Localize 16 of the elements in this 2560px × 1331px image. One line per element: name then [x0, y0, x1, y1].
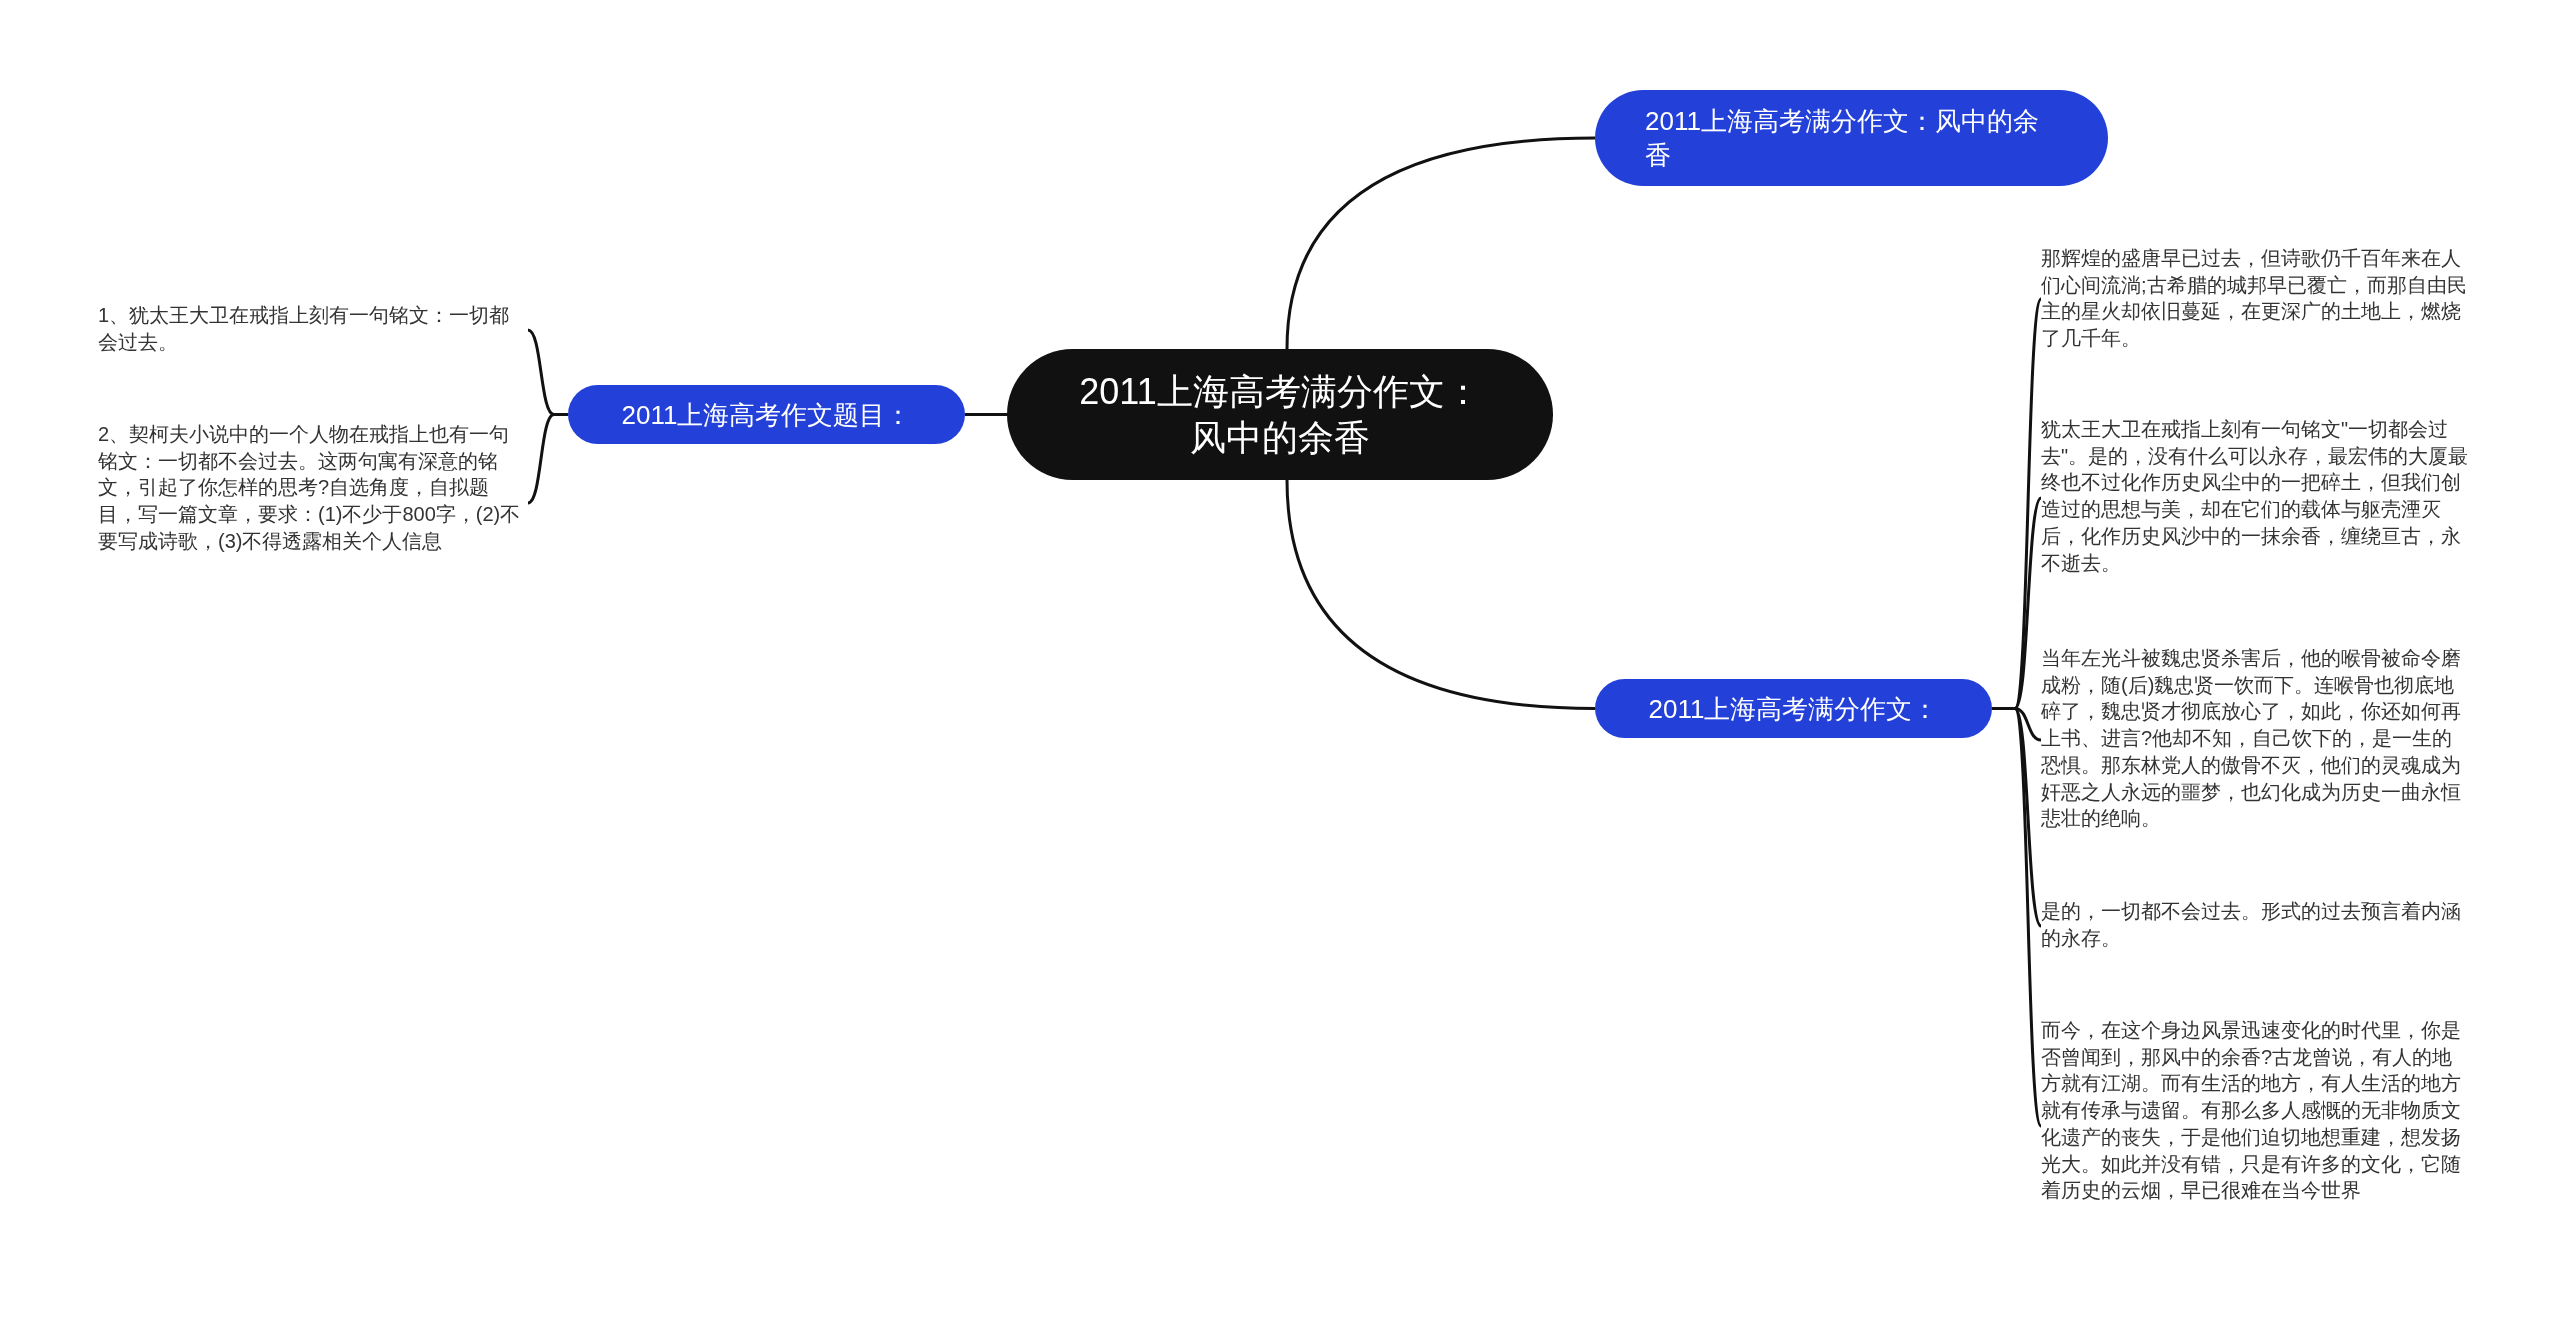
- note-text: 而今，在这个身边风景迅速变化的时代里，你是否曾闻到，那风中的余香?古龙曾说，有人的地方就有江湖。而有生活的地方，有人生活的地方就有传承与遗留。有那么多人感慨的无非物质文化遗产的丧失，于是他们迫切地想重建，想发扬光大。如此并没有错，只是有许多的文化，它随着历史的云烟，早已很难在当今世界: [2041, 1017, 2471, 1204]
- central-topic-bubble: 2011上海高考满分作文：风中的余香: [1007, 349, 1553, 480]
- topic-bubble: 2011上海高考满分作文：风中的余香: [1595, 90, 2108, 186]
- topic-bubble: 2011上海高考作文题目：: [568, 385, 965, 444]
- connector-line: [1992, 707, 2043, 1127]
- connector-line: [1285, 479, 1596, 710]
- connector-line: [965, 413, 1007, 416]
- connector-line: [1285, 136, 1596, 350]
- note-text: 是的，一切都不会过去。形式的过去预言着内涵的永存。: [2041, 898, 2471, 952]
- note-text: 当年左光斗被魏忠贤杀害后，他的喉骨被命令磨成粉，随(后)魏忠贤一饮而下。连喉骨也彻底地碎了，魏忠贤才彻底放心了，如此，你还如何再上书、进言?他却不知，自己饮下的，是一生的恐惧。那东林党人的傲骨不灭，他们的灵魂成为奸恶之人永远的噩梦，也幻化成为历史一曲永恒悲壮的绝响。: [2041, 645, 2471, 832]
- note-text: 1、犹太王大卫在戒指上刻有一句铭文：一切都会过去。: [98, 302, 528, 356]
- note-text: 那辉煌的盛唐早已过去，但诗歌仍千百年来在人们心间流淌;古希腊的城邦早已覆亡，而那自由民主的星火却依旧蔓延，在更深广的土地上，燃烧了几千年。: [2041, 245, 2471, 352]
- note-text: 2、契柯夫小说中的一个人物在戒指上也有一句铭文：一切都不会过去。这两句寓有深意的铭文，引起了你怎样的思考?自选角度，自拟题目，写一篇文章，要求：(1)不少于800字，(2)不要写成诗歌，(3)不得透露相关个人信息: [98, 421, 528, 555]
- connector-line: [527, 413, 568, 505]
- topic-bubble: 2011上海高考满分作文：: [1595, 679, 1992, 738]
- note-text: 犹太王大卫在戒指上刻有一句铭文"一切都会过去"。是的，没有什么可以永存，最宏伟的大厦最终也不过化作历史风尘中的一把碎土，但我们创造过的思想与美，却在它们的载体与躯壳湮灭后，化作历史风沙中的一抹余香，缠绕亘古，永不逝去。: [2041, 416, 2471, 577]
